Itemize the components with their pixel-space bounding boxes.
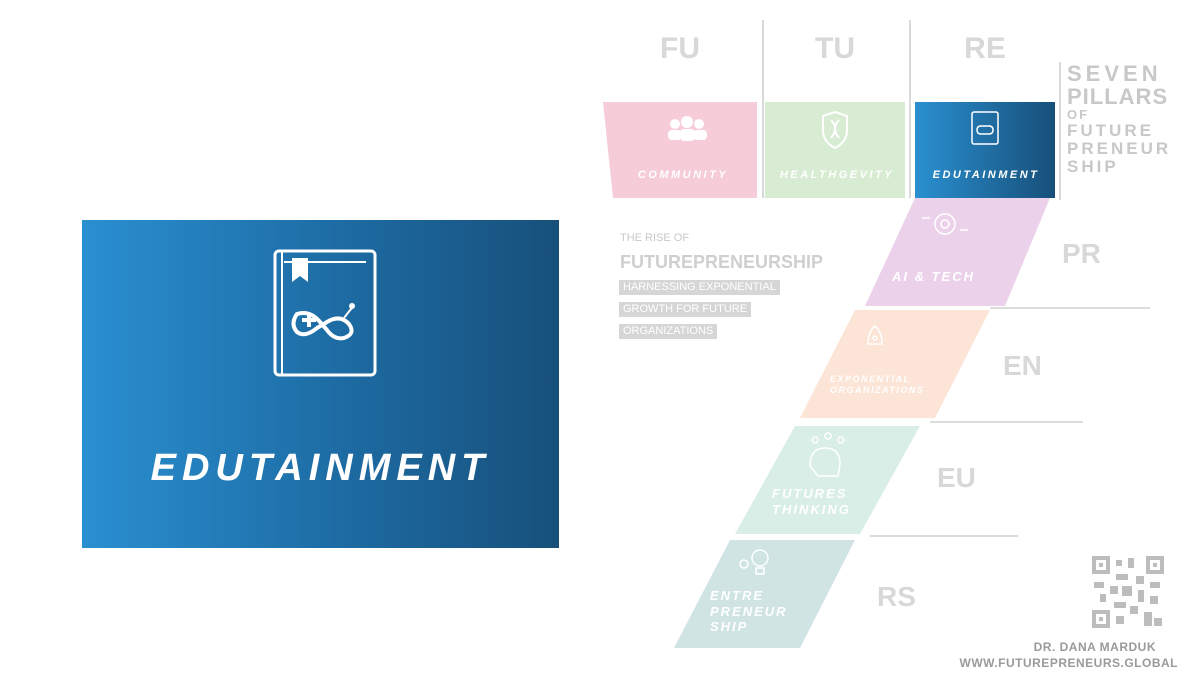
pillar-entrepreneur-line3: SHIP (710, 619, 749, 635)
pillar-futures-label: FUTURES THINKING (772, 486, 851, 517)
word-eu: EU (937, 462, 976, 493)
title-seven: SEVEN (1067, 61, 1162, 86)
rocket-icon (867, 325, 883, 345)
title-future: FUTURE (1067, 120, 1154, 140)
pillar-edutainment-label: EDUTAINMENT (932, 169, 1040, 181)
hero-title: EDUTAINMENT (150, 447, 491, 489)
pillar-futures-line2: THINKING (772, 501, 851, 517)
word-rs: RS (877, 581, 916, 612)
top-pillars (603, 102, 1055, 198)
people-icon (668, 116, 707, 141)
book-gamepad-icon (273, 249, 377, 377)
book-gamepad-icon (971, 111, 999, 145)
divider (990, 307, 1150, 309)
pillar-exponential-bg (800, 310, 990, 418)
word-en: EN (1003, 350, 1042, 381)
pillar-ai-bg (865, 198, 1050, 306)
pillar-entrepreneur-label: ENTRE PRENEUR SHIP (710, 588, 788, 635)
divider (870, 535, 1018, 537)
pillar-exponential-line1: EXPONENTIAL (830, 374, 911, 384)
pillar-exponential-label: EXPONENTIAL ORGANIZATIONS (830, 374, 924, 396)
seven-diagonal (674, 198, 1050, 648)
lightbulb-gears-icon (739, 549, 769, 575)
pillar-entrepreneur-bg (674, 540, 855, 648)
head-ideas-icon (809, 432, 845, 477)
pillar-healthgevity-bg (765, 102, 905, 198)
column-tu: TU (815, 32, 855, 65)
brain-circuit-icon (922, 213, 968, 235)
rise-tag: HARNESSING EXPONENTIAL (619, 280, 780, 295)
pillar-entrepreneur-line2: PRENEUR (710, 603, 788, 619)
pillar-healthgevity-label: HEALTHGEVITY (779, 169, 895, 181)
pillar-edutainment-bg (915, 102, 1055, 198)
title-of: OF (1067, 107, 1090, 123)
rise-title: FUTUREPRENEURSHIP (620, 252, 824, 272)
pillar-futures-line1: FUTURES (772, 486, 848, 501)
column-fu: FU (660, 32, 700, 65)
rise-subtitle: THE RISE OF (620, 232, 690, 244)
pillar-entrepreneur-line1: ENTRE (710, 588, 765, 603)
pillar-ai-label: AI & TECH (892, 269, 975, 284)
title-preneur: PRENEUR (1067, 138, 1172, 158)
hero-card (82, 220, 559, 548)
dna-shield-icon (822, 110, 848, 150)
pillar-community-bg (603, 102, 757, 198)
rise-tag: GROWTH FOR FUTURE (619, 302, 752, 317)
word-pr: PR (1062, 238, 1101, 269)
qr-code-icon (1092, 556, 1164, 628)
rise-tag: ORGANIZATIONS (619, 324, 718, 339)
divider (930, 421, 1083, 423)
seven-pillars-title: SEVEN PILLARS OF FUTURE PRENEUR SHIP (1067, 62, 1171, 175)
pillar-exponential-line2: ORGANIZATIONS (830, 384, 925, 395)
column-re: RE (964, 32, 1006, 65)
title-pillars: PILLARS (1067, 84, 1169, 110)
title-ship: SHIP (1067, 156, 1119, 176)
divider (909, 20, 911, 198)
credit-name: DR. DANA MARDUK (1033, 640, 1156, 654)
pillar-community-label: COMMUNITY (637, 169, 729, 181)
divider (762, 20, 764, 198)
divider (1059, 62, 1061, 200)
pillar-futures-bg (735, 426, 920, 534)
credit-url[interactable]: WWW.FUTUREPRENEURS.GLOBAL (959, 656, 1178, 670)
